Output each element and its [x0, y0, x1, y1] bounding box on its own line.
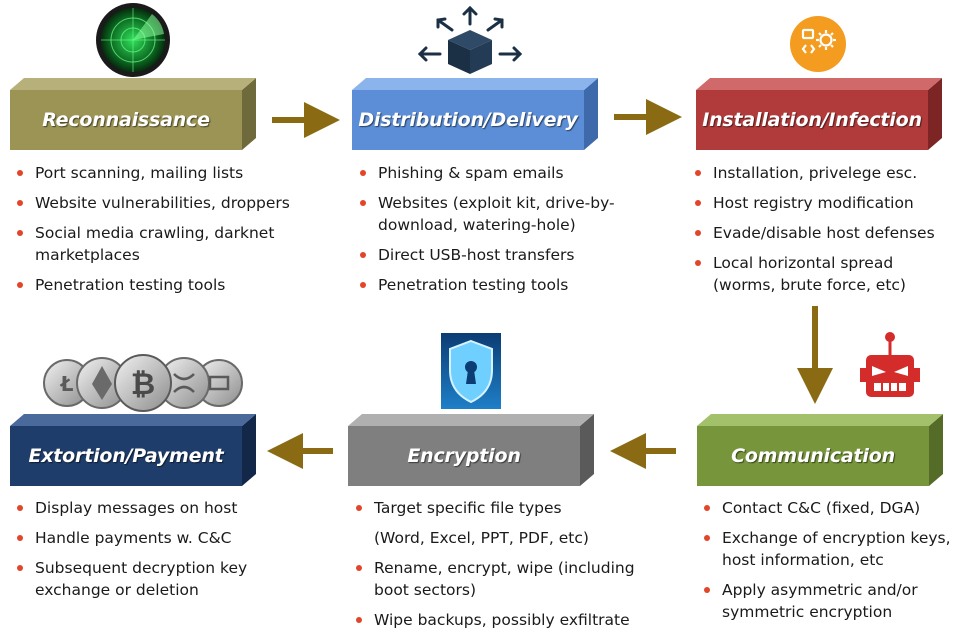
bullet-list-encryption: Target specific file types (Word, Excel,…	[352, 497, 652, 639]
list-item: Local horizontal spread (worms, brute fo…	[691, 252, 959, 296]
list-item: (Word, Excel, PPT, PDF, etc)	[374, 529, 589, 547]
stage-title-extortion: Extortion/Payment	[28, 445, 224, 467]
list-item: Apply asymmetric and/or symmetric encryp…	[700, 579, 962, 623]
list-item: Penetration testing tools	[13, 274, 323, 296]
list-item: Port scanning, mailing lists	[13, 162, 323, 184]
stage-box-distribution	[352, 78, 598, 150]
box-arrows-icon	[417, 5, 523, 74]
list-item: Direct USB-host transfers	[356, 244, 636, 266]
list-item: Wipe backups, possibly exfiltrate	[352, 609, 652, 631]
bullet-list-installation: Installation, privelege esc. Host regist…	[691, 162, 959, 304]
stage-box-installation	[696, 78, 942, 150]
list-item: Exchange of encryption keys, host inform…	[700, 527, 962, 571]
list-item: Installation, privelege esc.	[691, 162, 959, 184]
bullet-list-reconnaissance: Port scanning, mailing lists Website vul…	[13, 162, 323, 304]
list-item: Website vulnerabilities, droppers	[13, 192, 323, 214]
svg-text:Ł: Ł	[60, 372, 74, 396]
bullet-list-extortion: Display messages on host Handle payments…	[13, 497, 303, 609]
list-item: Websites (exploit kit, drive-by-download…	[356, 192, 636, 236]
shield-lock-icon	[441, 333, 501, 409]
list-item: Host registry modification	[691, 192, 959, 214]
list-item: Evade/disable host defenses	[691, 222, 959, 244]
list-item: Target specific file types	[352, 497, 652, 519]
stage-box-extortion	[10, 414, 256, 486]
stage-title-installation: Installation/Infection	[702, 109, 922, 131]
list-item: Subsequent decryption key exchange or de…	[13, 557, 303, 601]
list-item: Penetration testing tools	[356, 274, 636, 296]
list-item: Rename, encrypt, wipe (including boot se…	[352, 557, 652, 601]
list-item: Social media crawling, darknet marketpla…	[13, 222, 323, 266]
stage-box-encryption	[348, 414, 594, 486]
list-item: Phishing & spam emails	[356, 162, 636, 184]
stage-box-communication	[697, 414, 943, 486]
flow-arrows	[267, 99, 833, 469]
list-item: Display messages on host	[13, 497, 303, 519]
stage-box-reconnaissance	[10, 78, 256, 150]
radar-icon	[96, 3, 170, 77]
bullet-list-communication: Contact C&C (fixed, DGA) Exchange of enc…	[700, 497, 962, 631]
list-item: Handle payments w. C&C	[13, 527, 303, 549]
stage-title-distribution: Distribution/Delivery	[358, 109, 578, 131]
stage-title-reconnaissance: Reconnaissance	[42, 109, 210, 131]
svg-text:₿: ₿	[131, 367, 155, 402]
crypto-coins-icon: ₿ Ł	[43, 354, 243, 412]
robot-icon	[860, 332, 920, 397]
gear-code-icon	[790, 16, 846, 72]
stage-title-communication: Communication	[731, 445, 895, 467]
stage-title-encryption: Encryption	[407, 445, 521, 467]
bullet-list-distribution: Phishing & spam emails Websites (exploit…	[356, 162, 636, 304]
list-item: Contact C&C (fixed, DGA)	[700, 497, 962, 519]
